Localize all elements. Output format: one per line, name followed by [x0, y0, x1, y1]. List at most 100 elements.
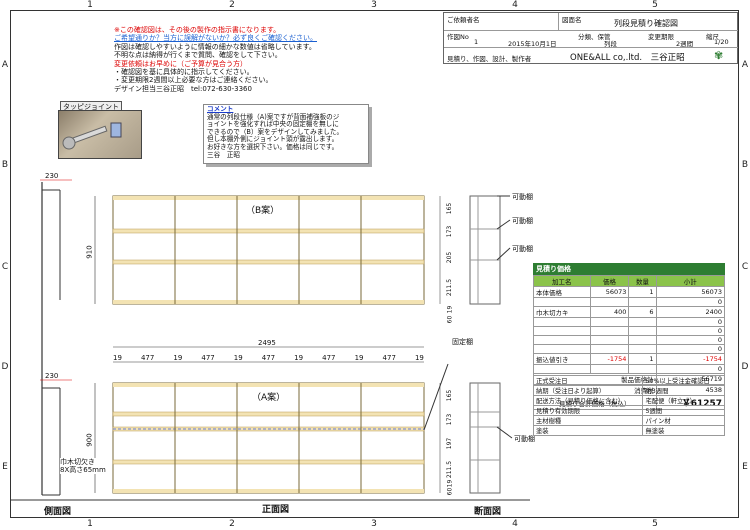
cell: 0 [655, 317, 726, 327]
dim-segments: 19 477 19 477 19 477 19 477 19 477 19 [113, 354, 424, 362]
sec-a-0: 165 [446, 389, 454, 402]
price-col-qty: 数量 [628, 275, 657, 287]
comment-line-3: できるので（B）案をデザインしてみました。 [207, 127, 344, 136]
drawing-date: 2015年10月1日 [508, 40, 557, 48]
spec-row: 主材樹種パイン材 [532, 415, 725, 426]
dim-height-a: 900 [85, 433, 94, 447]
row-d: D [1, 362, 9, 372]
cell: 宅配便（軒立式） [642, 395, 725, 406]
row-c-right: C [741, 262, 749, 272]
row-c: C [1, 262, 9, 272]
row-b: B [1, 160, 9, 170]
seg-6: 19 [294, 354, 304, 362]
category-value: 列段 [604, 40, 617, 48]
sec-b-3: 211.5 [446, 278, 454, 297]
cell: 5週間 [642, 405, 725, 416]
cell: -1754 [589, 353, 630, 365]
cell [533, 335, 591, 345]
cell [589, 335, 630, 345]
cell: 0 [655, 344, 726, 354]
sec-b-0: 165 [446, 202, 454, 215]
cell [628, 297, 657, 307]
side-view-title: 側面図 [44, 507, 72, 517]
cell: 1 [628, 286, 657, 298]
cell: 納期（受注日より起算） [532, 385, 644, 396]
cell: 0 [655, 335, 726, 345]
cell: 巾木切カキ [533, 306, 591, 318]
price-header-row: 加工名 価格 数量 小計 [533, 275, 726, 287]
cell [533, 326, 591, 336]
col-2-bottom: 2 [229, 519, 235, 529]
cell [589, 326, 630, 336]
col-5: 5 [652, 0, 658, 10]
cell: 正式受注日 [532, 375, 644, 386]
drawing-name: 列段見積り確認図 [614, 19, 678, 28]
price-col-subtotal: 小計 [655, 275, 726, 287]
row-d-right: D [741, 362, 749, 372]
cell [533, 317, 591, 327]
cell: 無塗装 [642, 425, 725, 436]
comment-line-1: 通常の列段仕様（A)案ですが背面補強板のジ [207, 112, 340, 121]
dim-side-depth-a: 230 [45, 372, 59, 380]
front-view-title: 正面図 [262, 505, 290, 515]
cell [533, 297, 591, 307]
plan-a-label: （A案） [252, 393, 286, 403]
cell [628, 335, 657, 345]
seg-5: 477 [261, 354, 276, 362]
note-line-4: 不明な点は納得が行くまで質問、確認をして下さい。 [114, 51, 282, 60]
price-title: 見積り価格 [533, 263, 725, 275]
sec-a-3: 211.5 [446, 460, 454, 479]
cell [533, 364, 591, 374]
note-line-7: ・変更期限2週間以上必要な方はご連絡ください。 [114, 76, 273, 85]
cell [628, 317, 657, 327]
callout-movable-1: 可動棚 [512, 193, 533, 201]
callout-movable-4: 可動棚 [514, 435, 535, 443]
seg-0: 19 [113, 354, 122, 362]
note-line-8: デザイン担当三谷正昭 tel:072-630-3360 [114, 84, 252, 93]
sec-b-5: 60 [446, 315, 454, 324]
cell [589, 297, 630, 307]
seg-1: 477 [140, 354, 155, 362]
cell: 主材樹種 [532, 415, 644, 426]
price-row: 0 [533, 344, 726, 354]
section-view-title: 断面図 [474, 507, 502, 517]
cell: 0 [655, 364, 726, 374]
sec-b-1: 173 [446, 225, 454, 238]
sec-a-5: 60 [446, 487, 454, 496]
sec-b-4: 19 [446, 305, 454, 314]
client-label: ご依頼者名 [447, 16, 480, 24]
comment-line-4: 但し本棚外側にジョイント頭が露出します。 [207, 135, 339, 144]
notch-size: 8X高さ65mm [60, 466, 106, 474]
price-col-price: 価格 [589, 275, 630, 287]
cell: パイン材 [642, 415, 725, 426]
elevation-drawing [10, 179, 530, 501]
col-1: 1 [87, 0, 93, 10]
cell: 1 [628, 353, 657, 365]
price-row: 0 [533, 297, 726, 307]
seg-8: 19 [354, 354, 364, 362]
cell: 56073 [589, 286, 630, 298]
seg-3: 477 [201, 354, 215, 362]
sec-a-2: 197 [446, 437, 454, 450]
cell [628, 326, 657, 336]
row-a-right: A [741, 60, 749, 70]
notch-label: 巾木切欠き [60, 458, 95, 466]
spec-row: 配送方法（見積り価格に含む）宅配便（軒立式） [532, 395, 725, 406]
col-4-bottom: 4 [512, 519, 518, 529]
seg-10: 19 [414, 354, 424, 362]
cell: 0 [655, 297, 726, 307]
cell [589, 344, 630, 354]
comment-title: コメント [207, 105, 234, 113]
note-line-1: ※この確認図は、その後の製作の指示書になります。 [114, 26, 281, 34]
sec-b-2: 205 [446, 251, 454, 264]
col-2: 2 [229, 0, 235, 10]
company-logo-icon: ✾ [714, 49, 724, 62]
rev-label: 作図No [447, 33, 469, 41]
seg-2: 19 [173, 354, 183, 362]
row-a: A [1, 60, 9, 70]
price-row: 0 [533, 335, 726, 345]
